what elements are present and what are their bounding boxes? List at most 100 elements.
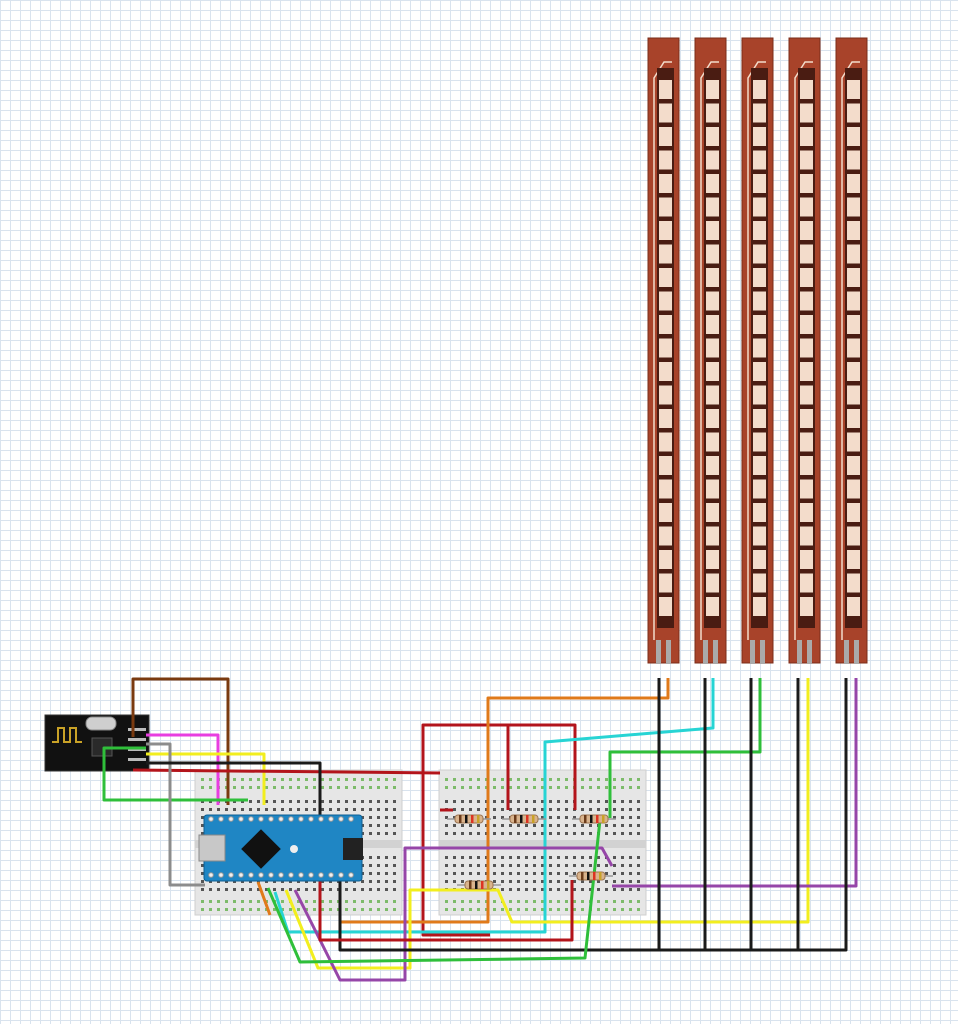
breadboard-hole (589, 880, 592, 883)
nano-pin (348, 872, 354, 878)
breadboard-hole (501, 816, 504, 819)
breadboard-hole (361, 800, 364, 803)
breadboard-hole (621, 808, 624, 811)
flex-segment (753, 550, 766, 569)
breadboard-hole (613, 778, 616, 781)
breadboard-hole (233, 778, 236, 781)
breadboard-hole (621, 864, 624, 867)
breadboard-hole (385, 908, 388, 911)
flex-segment (800, 526, 813, 546)
breadboard-hole (565, 778, 568, 781)
flex-segment (847, 385, 860, 405)
breadboard-hole (533, 900, 536, 903)
breadboard-hole (289, 786, 292, 789)
breadboard-hole (257, 786, 260, 789)
breadboard-hole (605, 808, 608, 811)
breadboard-hole (573, 872, 576, 875)
breadboard-hole (517, 908, 520, 911)
breadboard-hole (377, 800, 380, 803)
breadboard-hole (613, 864, 616, 867)
breadboard-hole (533, 832, 536, 835)
breadboard-hole (533, 908, 536, 911)
breadboard-hole (525, 800, 528, 803)
breadboard-hole (337, 786, 340, 789)
flex-segment (706, 197, 719, 217)
flex-segment (659, 479, 672, 499)
breadboard-hole (557, 908, 560, 911)
flex-segment (800, 385, 813, 405)
breadboard-hole (393, 908, 396, 911)
flex-sensors (647, 37, 868, 664)
flex-segment (847, 244, 860, 264)
breadboard-hole (629, 856, 632, 859)
breadboard-hole (361, 808, 364, 811)
flex-sensor-4 (788, 37, 821, 664)
breadboard-hole (501, 872, 504, 875)
breadboard-hole (377, 786, 380, 789)
flex-segment (800, 315, 813, 334)
breadboard-hole (353, 808, 356, 811)
breadboard-hole (613, 816, 616, 819)
breadboard-hole (541, 832, 544, 835)
flex-segment (706, 385, 719, 405)
breadboard-hole (509, 872, 512, 875)
breadboard-hole (257, 888, 260, 891)
breadboard-hole (265, 778, 268, 781)
breadboard-hole (385, 778, 388, 781)
breadboard-hole (637, 832, 640, 835)
breadboard-hole (469, 856, 472, 859)
breadboard-hole (637, 778, 640, 781)
breadboard-hole (329, 800, 332, 803)
flex-segment (847, 103, 860, 123)
breadboard-hole (565, 856, 568, 859)
flex-segment (659, 127, 672, 146)
breadboard-hole (345, 800, 348, 803)
breadboard-hole (233, 786, 236, 789)
flex-segment (659, 80, 672, 99)
breadboard-hole (589, 824, 592, 827)
breadboard-hole (329, 888, 332, 891)
flex-segment (800, 503, 813, 522)
breadboard-hole (353, 778, 356, 781)
breadboard-hole (533, 872, 536, 875)
breadboard-hole (573, 824, 576, 827)
wire-power-radio (132, 768, 441, 775)
breadboard-hole (501, 888, 504, 891)
breadboard-hole (461, 808, 464, 811)
breadboard-hole (461, 824, 464, 827)
breadboard-hole (361, 908, 364, 911)
flex-segment (659, 315, 672, 334)
breadboard-hole (509, 908, 512, 911)
breadboard-hole (573, 908, 576, 911)
breadboard-hole (549, 872, 552, 875)
breadboard-hole (477, 800, 480, 803)
breadboard-hole (461, 864, 464, 867)
breadboard-hole (621, 786, 624, 789)
resistor-4 (457, 880, 501, 890)
breadboard-hole (297, 908, 300, 911)
flex-segment (659, 503, 672, 522)
flex-segment (847, 456, 860, 475)
breadboard-hole (329, 900, 332, 903)
breadboard-hole (313, 908, 316, 911)
flex-segment (847, 479, 860, 499)
breadboard-hole (273, 778, 276, 781)
breadboard-hole (501, 824, 504, 827)
flex-sensor-5 (835, 37, 868, 664)
breadboard-hole (369, 900, 372, 903)
flex-segment (800, 127, 813, 146)
breadboard-hole (377, 900, 380, 903)
breadboard-hole (493, 872, 496, 875)
breadboard-hole (541, 778, 544, 781)
flex-segment (847, 80, 860, 99)
breadboard-hole (257, 778, 260, 781)
breadboard-hole (605, 908, 608, 911)
wire-yellow-radio (146, 752, 266, 805)
wire-green-bottom (266, 819, 602, 964)
breadboard-hole (369, 816, 372, 819)
breadboard-hole (613, 900, 616, 903)
breadboard-hole (469, 800, 472, 803)
breadboard-hole (445, 908, 448, 911)
flex-segment (706, 456, 719, 475)
breadboard-hole (329, 778, 332, 781)
